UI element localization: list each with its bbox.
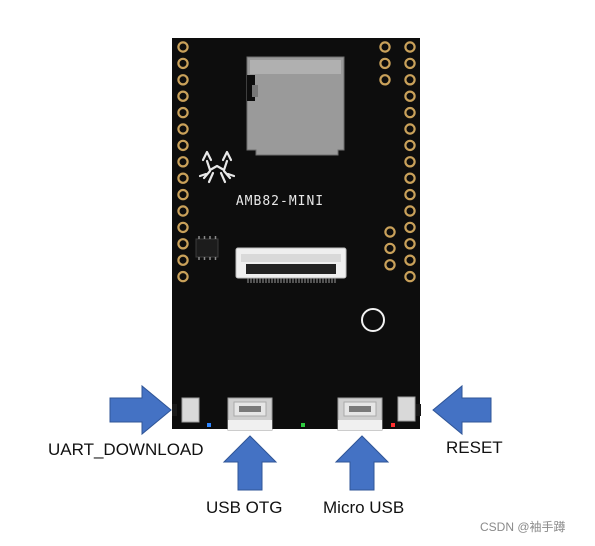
pin-pad — [177, 270, 189, 283]
pin-pad — [384, 226, 396, 238]
pin-pad — [404, 156, 416, 168]
pin-pad — [177, 41, 189, 53]
ic-chip — [195, 236, 219, 260]
pin-pad — [177, 238, 189, 250]
right-pin-header — [404, 41, 416, 283]
arrow-right-icon — [109, 384, 172, 436]
pin-pad — [404, 254, 416, 266]
arrow-up-icon — [222, 435, 278, 491]
pin-pad — [177, 172, 189, 184]
mounting-hole — [361, 308, 385, 332]
pin-pad — [177, 123, 189, 135]
pin-pad — [404, 57, 416, 70]
pin-pad — [404, 90, 416, 102]
reset-label: RESET — [446, 438, 503, 457]
pin-pad — [404, 270, 416, 283]
pin-pad — [177, 74, 189, 86]
pin-pad — [404, 238, 416, 250]
pin-pad — [404, 172, 416, 184]
arrow-left-icon — [432, 384, 492, 436]
micro-usb-label: Micro USB — [323, 498, 405, 517]
inner-right-pins-middle — [384, 226, 396, 271]
watermark: CSDN @袖手蹲 — [480, 520, 566, 534]
uart-download-label: UART_DOWNLOAD — [48, 440, 204, 459]
reset-button-side — [416, 404, 421, 416]
led-green — [301, 423, 305, 427]
left-pin-header — [177, 41, 189, 283]
pin-pad — [379, 57, 391, 70]
pin-pad — [404, 139, 416, 152]
arrow-up-icon — [334, 435, 390, 491]
board-name-silkscreen: AMB82-MINI — [236, 194, 324, 209]
pin-pad — [177, 254, 189, 266]
pin-pad — [177, 188, 189, 201]
pin-pad — [379, 74, 391, 86]
realtek-crab-logo — [198, 150, 236, 184]
reset-button[interactable] — [397, 396, 416, 422]
sd-card-slot — [246, 56, 345, 156]
pin-pad — [404, 205, 416, 217]
pin-pad — [404, 41, 416, 53]
camera-fpc-connector — [235, 247, 347, 283]
pin-pad — [384, 259, 396, 271]
pin-pad — [177, 90, 189, 102]
pin-pad — [404, 221, 416, 234]
pin-pad — [404, 106, 416, 119]
pin-pad — [177, 156, 189, 168]
micro-usb-port[interactable] — [337, 397, 383, 431]
pin-pad — [177, 205, 189, 217]
pin-pad — [404, 188, 416, 201]
pin-pad — [384, 242, 396, 255]
uart-download-button[interactable] — [181, 397, 200, 423]
pin-pad — [177, 221, 189, 234]
usb-otg-port[interactable] — [227, 397, 273, 431]
pin-pad — [177, 106, 189, 119]
pin-pad — [404, 123, 416, 135]
usb-otg-label: USB OTG — [206, 498, 283, 517]
pin-pad — [404, 74, 416, 86]
led-red — [391, 423, 395, 427]
led-blue — [207, 423, 211, 427]
uart-download-button-side — [172, 404, 177, 416]
pin-pad — [379, 41, 391, 53]
inner-right-pins-top — [379, 41, 391, 86]
pin-pad — [177, 57, 189, 70]
pin-pad — [177, 139, 189, 152]
